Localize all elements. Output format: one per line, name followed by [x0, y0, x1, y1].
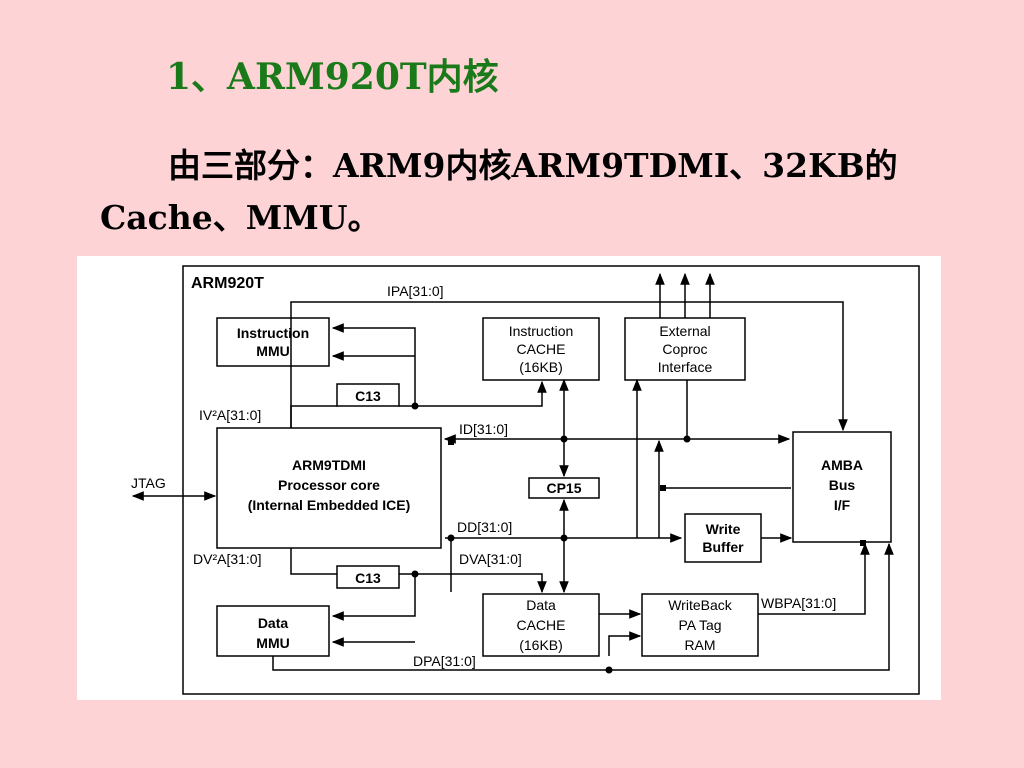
ipa-bus-line [290, 301, 848, 432]
wbpa-signal-label: WBPA[31:0] [761, 595, 836, 611]
id-signal-label: ID[31:0] [459, 421, 508, 437]
ipa-signal-label: IPA[31:0] [387, 283, 444, 299]
amba-line2: Bus [829, 477, 856, 493]
amba-bus-block [792, 431, 892, 543]
data-cache-line3: (16KB) [519, 637, 563, 653]
jtag-signal-label: JTAG [131, 475, 166, 491]
arm9tdmi-core-block [216, 427, 442, 549]
cp15-label: CP15 [546, 480, 581, 496]
instr-cache-line2: CACHE [516, 341, 565, 357]
dva2-signal-label: DV²A[31:0] [193, 551, 261, 567]
c13-bottom-block [336, 565, 400, 589]
amba-line1: AMBA [821, 457, 863, 473]
slide-body: 由三部分：ARM9内核ARM9TDMI、32KB的 Cache、MMU。 [100, 140, 980, 244]
ext-coproc-line3: Interface [658, 359, 713, 375]
data-mmu-line2: MMU [256, 635, 289, 651]
write-buffer-line2: Buffer [702, 539, 744, 555]
ext-coproc-line1: External [659, 323, 710, 339]
arm920t-block-diagram: ARM920T Instruction MMU Instruction CACH… [131, 265, 920, 695]
core-line3: (Internal Embedded ICE) [248, 497, 411, 513]
c13-top-block [336, 383, 400, 407]
data-mmu-block [216, 605, 330, 657]
dd-signal-label: DD[31:0] [457, 519, 512, 535]
dva-signal-label: DVA[31:0] [459, 551, 522, 567]
cp15-block [528, 477, 600, 499]
writeback-pa-tag-ram-block [641, 593, 759, 657]
diagram-panel: ARM920T Instruction MMU Instruction CACH… [77, 256, 941, 700]
data-mmu-line1: Data [258, 615, 289, 631]
data-cache-block [482, 593, 600, 657]
core-line2: Processor core [278, 477, 380, 493]
ext-coproc-line2: Coproc [662, 341, 707, 357]
body-line-1: 由三部分：ARM9内核ARM9TDMI、32KB的 [100, 140, 980, 192]
frame-title: ARM920T [191, 275, 264, 292]
writeback-line2: PA Tag [678, 617, 721, 633]
core-line1: ARM9TDMI [292, 457, 366, 473]
data-cache-line2: CACHE [516, 617, 565, 633]
c13-top-label: C13 [355, 388, 381, 404]
instruction-mmu-block [216, 317, 330, 367]
dpa-signal-label: DPA[31:0] [413, 653, 476, 669]
instruction-cache-block [482, 317, 600, 381]
slide-title: 1、ARM920T内核 [166, 56, 499, 98]
body-line-1-text: 由三部分：ARM9内核ARM9TDMI、32KB的 [168, 146, 898, 185]
writeback-line3: RAM [684, 637, 715, 653]
instr-mmu-line2: MMU [256, 343, 289, 359]
writeback-line1: WriteBack [668, 597, 733, 613]
instr-cache-line3: (16KB) [519, 359, 563, 375]
amba-line3: I/F [834, 497, 851, 513]
body-line-2: Cache、MMU。 [100, 198, 381, 237]
instr-mmu-line1: Instruction [237, 325, 309, 341]
write-buffer-line1: Write [706, 521, 741, 537]
data-cache-line1: Data [526, 597, 556, 613]
c13-bottom-label: C13 [355, 570, 381, 586]
iva-signal-label: IV²A[31:0] [199, 407, 261, 423]
arm920t-frame [182, 265, 920, 695]
instr-cache-line1: Instruction [509, 323, 574, 339]
